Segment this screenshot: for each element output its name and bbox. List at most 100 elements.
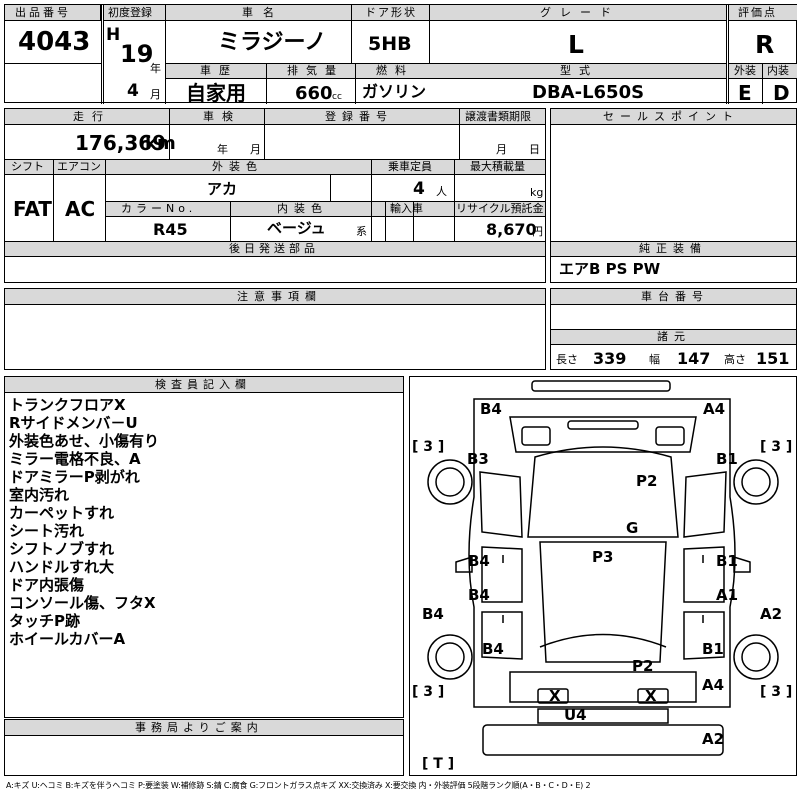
height: 151 — [756, 349, 790, 368]
later-parts-label: 後日発送部品 — [229, 242, 319, 255]
width-label: 幅 — [649, 353, 660, 366]
exterior: E — [738, 81, 752, 105]
damage-mark: A4 — [702, 676, 725, 694]
reg-no-label: 登録番号 — [325, 110, 393, 123]
ext-color: アカ — [207, 180, 238, 198]
int-color-suffix: 系 — [356, 225, 367, 238]
inspector-notes: トランクフロアX Rサイドメンバ－U 外装色あせ、小傷有り ミラー電格不良、A … — [9, 396, 159, 648]
model-label: 型式 — [560, 64, 598, 77]
caution-box: 注意事項欄 — [4, 288, 546, 370]
damage-mark: B4 — [480, 400, 502, 418]
transfer-month-unit: 月 — [496, 143, 507, 156]
first-reg-label: 初度登録 — [108, 6, 152, 19]
car-diagram-box: [ 3 ] [ 3 ] [ 3 ] [ 3 ] [ T ] B4 A4 B3 B… — [409, 376, 797, 776]
tire-front-right: [ 3 ] — [760, 439, 793, 455]
height-label: 高さ — [724, 353, 746, 366]
model: DBA-L650S — [532, 82, 645, 103]
car-diagram — [427, 380, 779, 756]
damage-mark: B3 — [467, 450, 489, 468]
note-line: カーペットすれ — [9, 504, 115, 522]
damage-mark: A2 — [702, 730, 725, 748]
lot-number: 4043 — [18, 27, 91, 57]
shift: FAT — [13, 197, 52, 221]
interior: D — [773, 81, 790, 105]
max-load-unit: kg — [530, 186, 544, 199]
era: H — [106, 25, 121, 45]
damage-mark: A1 — [716, 586, 739, 604]
note-line: トランクフロアX — [9, 396, 126, 414]
damage-mark: B1 — [716, 450, 738, 468]
color-no-label: カラーNo. — [121, 202, 197, 215]
damage-mark: B1 — [702, 640, 724, 658]
door-label: ドア形状 — [365, 6, 417, 19]
shift-label: シフト — [11, 160, 44, 173]
tire-rear-left: [ 3 ] — [412, 684, 445, 700]
history-label: 車歴 — [200, 64, 238, 77]
inspection-label: 車検 — [203, 110, 241, 123]
width: 147 — [677, 349, 711, 368]
legend: A:キズ U:ヘコミ B:キズを伴うヘコミ P:要塗装 W:補修跡 S:錆 C:… — [6, 781, 591, 790]
door-type: 5HB — [368, 33, 412, 55]
transfer-day-unit: 日 — [529, 143, 540, 156]
seats-unit: 人 — [436, 185, 447, 198]
office-box: 事務局よりご案内 — [4, 719, 404, 776]
import-label: 輸入車 — [390, 202, 423, 215]
inspection-year-unit: 年 — [217, 143, 228, 156]
fuel: ガソリン — [362, 82, 427, 101]
score-label: 評価点 — [738, 6, 777, 19]
length-label: 長さ — [556, 353, 578, 366]
ac-label: エアコン — [57, 160, 101, 173]
damage-mark: U4 — [564, 706, 587, 724]
spare-tire: [ T ] — [422, 756, 455, 772]
damage-mark: G — [626, 519, 639, 537]
displacement-label: 排気量 — [287, 64, 344, 77]
exterior-label: 外装 — [734, 64, 756, 77]
note-line: 外装色あせ、小傷有り — [9, 432, 160, 450]
office-label: 事務局よりご案内 — [135, 721, 263, 734]
max-load-label: 最大積載量 — [470, 160, 525, 173]
sales-points-box: セールスポイント 純正装備 エアB PS PW — [550, 108, 797, 283]
seats: 4 — [413, 179, 425, 199]
note-line: ミラー電格不良、A — [9, 450, 141, 468]
month: 4 — [127, 81, 139, 101]
damage-mark: X — [549, 687, 561, 705]
sales-points-label: セールスポイント — [603, 110, 739, 123]
header-block: 出品番号 初度登録 車名 ドア形状 グレード 評価点 車歴 排気量 燃料 型式 … — [4, 4, 797, 105]
inspector-label: 検査員記入欄 — [155, 378, 251, 391]
grade: L — [568, 30, 584, 59]
transfer-label: 譲渡書類期限 — [465, 110, 531, 123]
note-line: ドア内張傷 — [9, 576, 85, 594]
inspection-month-unit: 月 — [250, 143, 261, 156]
score: R — [755, 30, 775, 59]
damage-mark: B4 — [422, 605, 444, 623]
equipment-label: 純正装備 — [639, 242, 707, 255]
note-line: 室内汚れ — [9, 486, 70, 504]
damage-mark: B1 — [716, 552, 738, 570]
interior-label: 内装 — [767, 64, 789, 77]
mileage: 176,369 — [75, 131, 167, 155]
recycle: 8,670 — [486, 220, 537, 239]
displacement-unit: cc — [332, 92, 342, 102]
damage-mark: B4 — [482, 640, 504, 658]
seats-label: 乗車定員 — [388, 160, 432, 173]
damage-mark: B4 — [468, 552, 490, 570]
color-no: R45 — [153, 220, 188, 239]
dims-label: 諸元 — [657, 330, 691, 343]
grade-label: グレード — [540, 6, 620, 19]
tire-rear-right: [ 3 ] — [760, 684, 793, 700]
damage-mark: P2 — [636, 472, 658, 490]
note-line: シート汚れ — [9, 522, 85, 540]
ac: AC — [65, 197, 96, 221]
length: 339 — [593, 349, 627, 368]
recycle-unit: 円 — [532, 225, 543, 238]
note-line: コンソール傷、フタX — [9, 594, 156, 612]
damage-mark: P3 — [592, 548, 614, 566]
note-line: タッチP跡 — [9, 612, 80, 630]
year: 19 — [120, 40, 154, 68]
note-line: ホイールカバーA — [9, 630, 126, 648]
note-line: シフトノブすれ — [9, 540, 115, 558]
note-line: Rサイドメンバ－U — [9, 414, 138, 432]
fuel-label: 燃料 — [376, 64, 414, 77]
damage-mark: A2 — [760, 605, 783, 623]
caution-label: 注意事項欄 — [237, 290, 322, 303]
